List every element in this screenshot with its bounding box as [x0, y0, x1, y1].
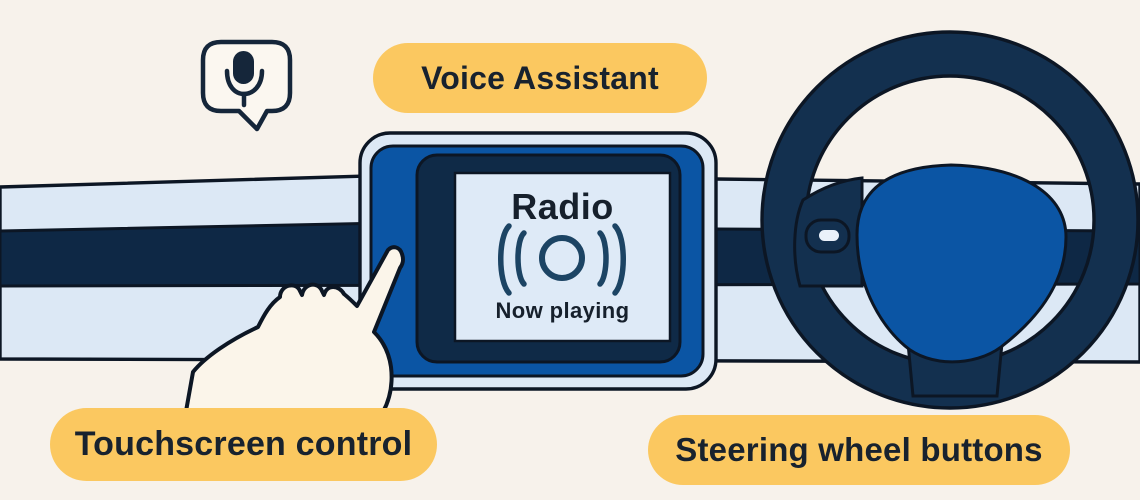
screen-title: Radio [511, 186, 614, 227]
speech-bubble [200, 39, 293, 132]
voice-bubble-icon [200, 39, 293, 132]
callout-touchscreen-control-label: Touchscreen control [74, 425, 413, 463]
steering-wheel-button-dash-icon [819, 230, 839, 241]
pointing-hand-icon [178, 245, 406, 447]
steering-wheel-rim [760, 30, 1140, 410]
microphone-icon [224, 51, 265, 108]
touchscreen-display[interactable] [453, 171, 672, 343]
radio-waves-icon [498, 223, 626, 296]
infotainment-unit [358, 131, 718, 391]
screen-status: Now playing [495, 298, 630, 323]
steering-wheel-center-pad [855, 163, 1068, 364]
callout-voice-assistant-label: Voice Assistant [421, 59, 659, 96]
callout-steering-wheel-buttons: Steering wheel buttons [648, 415, 1070, 485]
callout-voice-assistant: Voice Assistant [373, 43, 707, 113]
steering-wheel [760, 30, 1140, 410]
callout-touchscreen-control: Touchscreen control [50, 408, 437, 481]
callout-steering-wheel-buttons-label: Steering wheel buttons [675, 431, 1043, 468]
